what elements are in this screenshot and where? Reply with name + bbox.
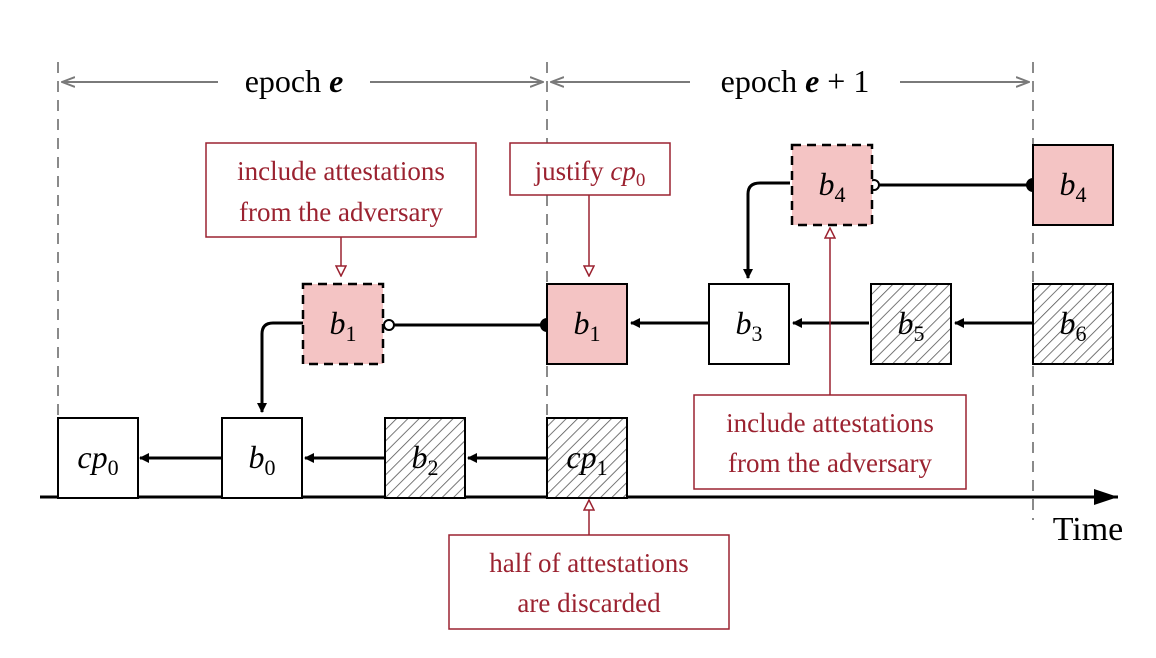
block-b2: b2 (384, 417, 466, 499)
svg-text:b6: b6 (1060, 305, 1087, 346)
svg-text:b4: b4 (1060, 166, 1087, 207)
epoch-e1-span: epoch e + 1 (551, 63, 1029, 99)
svg-text:b1: b1 (330, 305, 357, 346)
b1-to-b0-arrow (257, 321, 303, 413)
svg-text:b5: b5 (898, 305, 925, 346)
block-b6: b6 (1032, 283, 1114, 365)
svg-text:b2: b2 (412, 439, 439, 480)
svg-text:half of attestations: half of attestations (489, 548, 688, 578)
svg-text:b1: b1 (574, 305, 601, 346)
svg-text:b3: b3 (736, 305, 763, 346)
svg-text:cp0: cp0 (77, 439, 118, 480)
block-b0: b0 (221, 417, 303, 499)
svg-text:b0: b0 (249, 439, 276, 480)
block-cp1: cp1 (546, 417, 628, 499)
annotation-include-right: include attestations from the adversary (693, 228, 967, 490)
b4-release-link (868, 178, 1040, 192)
block-b1-adversary: b1 (301, 282, 385, 366)
epoch-e-span: epoch e (62, 63, 543, 99)
block-b4-public: b4 (1032, 144, 1114, 226)
epoch-e-label: epoch e (245, 63, 344, 99)
b4-to-b3-arrow (743, 181, 790, 279)
svg-text:cp1: cp1 (566, 439, 607, 480)
annotation-half-discarded: half of attestations are discarded (448, 500, 730, 630)
svg-text:justify cp0: justify cp0 (534, 156, 646, 191)
svg-text:include attestations: include attestations (726, 408, 934, 438)
block-b5: b5 (870, 283, 952, 365)
block-b3: b3 (708, 283, 790, 365)
epoch-e1-label: epoch e + 1 (721, 63, 870, 99)
block-b1-public: b1 (546, 283, 628, 365)
time-label: Time (1053, 511, 1124, 548)
block-cp0: cp0 (57, 417, 139, 499)
annotation-justify: justify cp0 (509, 142, 671, 276)
svg-text:include attestations: include attestations (237, 156, 445, 186)
svg-text:from the adversary: from the adversary (239, 197, 443, 227)
b1-release-link (383, 318, 554, 332)
block-b4-adversary: b4 (790, 143, 874, 227)
svg-text:from the adversary: from the adversary (728, 448, 932, 478)
svg-text:b4: b4 (819, 166, 846, 207)
svg-text:are discarded: are discarded (517, 588, 661, 618)
annotation-include-left: include attestations from the adversary (205, 142, 477, 276)
